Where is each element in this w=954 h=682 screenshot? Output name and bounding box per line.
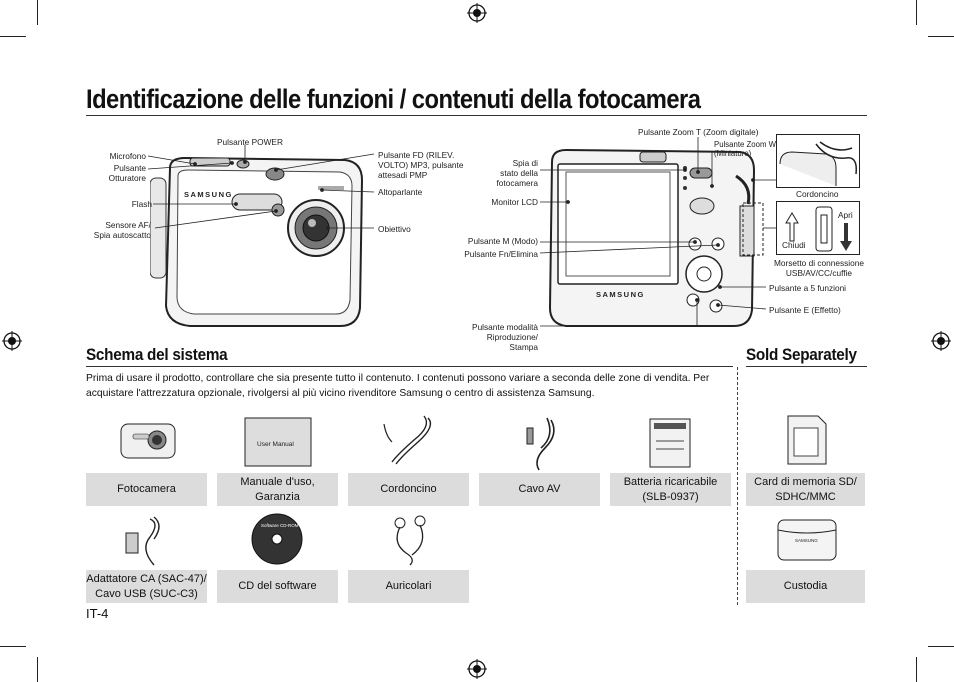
item-caption-sd-card: Card di memoria SD/ SDHC/MMC: [746, 473, 865, 506]
item-caption-adapter: Adattatore CA (SAC-47)/ Cavo USB (SUC-C3…: [86, 570, 207, 603]
speaker-label: Altoparlante: [378, 187, 423, 197]
battery-icon: [649, 418, 691, 468]
title-rule: [86, 115, 867, 116]
camera-brand-front: SAMSUNG: [184, 190, 233, 199]
power-button-label: Pulsante POWER: [217, 137, 283, 147]
effect-button-label: Pulsante E (Effetto): [769, 305, 841, 315]
sold-separately-heading: Sold Separately: [746, 345, 857, 364]
camera-icon: [120, 423, 176, 459]
fd-button-label: Pulsante FD (RILEV. VOLTO) MP3, pulsante…: [378, 150, 464, 180]
crop-mark: [916, 0, 917, 25]
registration-mark-icon: [931, 331, 951, 351]
battery-brand: SAMSUNG: [660, 419, 683, 424]
adapter-icon: [125, 516, 160, 566]
zoom-w-label: Pulsante Zoom W (Miniature): [714, 140, 776, 158]
cd-icon: [251, 513, 303, 565]
item-caption-av-cable: Cavo AV: [479, 473, 600, 506]
sold-separately-divider: [737, 367, 738, 605]
strap-icon: [383, 415, 432, 465]
sold-rule: [746, 366, 867, 367]
registration-mark-icon: [2, 331, 22, 351]
item-caption-manual: Manuale d'uso, Garanzia: [217, 473, 338, 506]
sd-card-icon: [787, 415, 827, 465]
cd-label-text: Software CD-ROM: [261, 523, 299, 528]
crop-mark: [0, 36, 26, 37]
crop-mark: [37, 0, 38, 25]
zoom-t-label: Pulsante Zoom T (Zoom digitale): [638, 127, 759, 137]
manual-icon: [244, 417, 312, 467]
strap-label: Cordoncino: [796, 189, 839, 199]
open-label: Apri: [838, 210, 853, 220]
shutter-button-label: Pulsante Otturatore: [108, 163, 146, 183]
system-heading: Schema del sistema: [86, 345, 228, 364]
item-caption-strap: Cordoncino: [348, 473, 469, 506]
playback-button-label: Pulsante modalità Riproduzione/ Stampa: [472, 322, 538, 352]
mode-button-label: Pulsante M (Modo): [467, 236, 538, 246]
case-icon: [777, 519, 837, 561]
registration-mark-icon: [467, 3, 487, 23]
crop-mark: [928, 646, 954, 647]
crop-mark: [37, 657, 38, 682]
crop-mark: [916, 657, 917, 682]
flash-label: Flash: [131, 199, 152, 209]
camera-back-illustration: [548, 148, 756, 327]
connector-inset-illustration: [776, 201, 860, 255]
crop-mark: [0, 646, 26, 647]
item-caption-case: Custodia: [746, 570, 865, 603]
case-brand: SAMSUNG: [795, 538, 818, 543]
earphones-icon: [394, 515, 426, 566]
af-sensor-label: Sensore AF/ Spia autoscatto: [93, 220, 151, 240]
crop-mark: [928, 36, 954, 37]
system-intro: Prima di usare il prodotto, controllare …: [86, 373, 710, 399]
fn-button-label: Pulsante Fn/Elimina: [464, 249, 538, 259]
av-cable-icon: [526, 417, 555, 471]
lcd-monitor-label: Monitor LCD: [491, 197, 538, 207]
close-label: Chiudi: [782, 240, 806, 250]
item-caption-battery: Batteria ricaricabile (SLB-0937): [610, 473, 731, 506]
lens-label: Obiettivo: [378, 224, 411, 234]
microfono-label: Microfono: [109, 151, 146, 161]
item-caption-cd: CD del software: [217, 570, 338, 603]
camera-front-illustration: [150, 156, 364, 327]
five-function-button-label: Pulsante a 5 funzioni: [769, 283, 847, 293]
status-lamp-label: Spia di stato della fotocamera: [496, 158, 538, 188]
camera-brand-back: SAMSUNG: [596, 290, 645, 299]
page-title: Identificazione delle funzioni / contenu…: [86, 84, 701, 114]
registration-mark-icon: [467, 659, 487, 679]
strap-inset-illustration: [776, 134, 860, 188]
system-rule: [86, 366, 733, 367]
connector-label: Morsetto di connessione USB/AV/CC/cuffie: [774, 258, 864, 278]
item-caption-camera: Fotocamera: [86, 473, 207, 506]
page-number: IT-4: [86, 606, 109, 621]
item-caption-earphones: Auricolari: [348, 570, 469, 603]
manual-cover-text: User Manual: [257, 441, 294, 448]
